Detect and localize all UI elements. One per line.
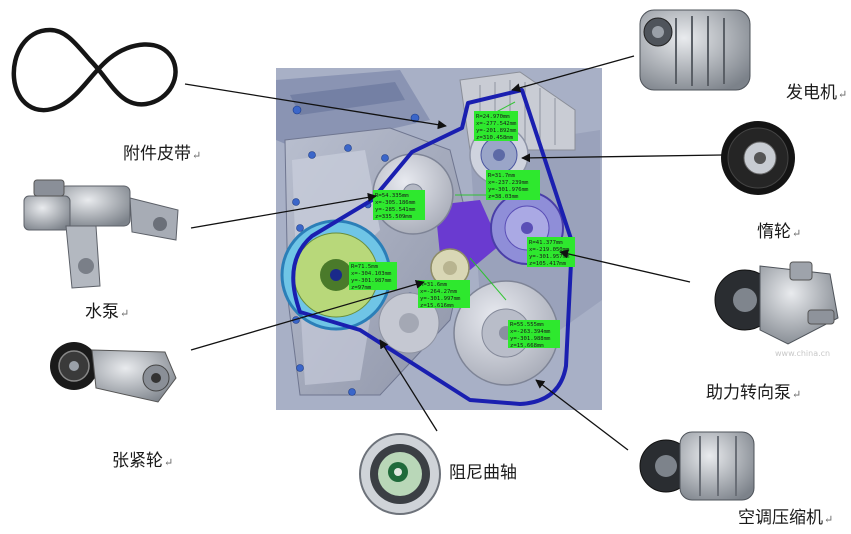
ann-line: x=-277.542mm <box>476 121 517 127</box>
label-power-steering-pump: 助力转向泵↵ <box>706 378 801 403</box>
ac-compressor-photo <box>639 431 755 501</box>
label-text: 发电机 <box>786 83 837 103</box>
watermark-text: www.china.cn <box>775 349 830 358</box>
ann-line: y=-301.957mm <box>529 254 570 260</box>
ann-line: z=335.509mm <box>375 214 413 220</box>
damper-pulley-photo <box>359 433 441 515</box>
damper-annotation: R=71.5mm x=-304.103mm y=-301.987mm z=97m… <box>349 262 397 291</box>
label-idler: 惰轮↵ <box>757 217 801 242</box>
ann-line: R=71.5mm <box>351 264 379 270</box>
label-text: 张紧轮 <box>112 451 163 471</box>
ann-line: x=-219.050mm <box>529 247 570 253</box>
ann-line: R=24.970mm <box>476 114 510 120</box>
paragraph-mark: ↵ <box>838 88 848 101</box>
ann-line: y=-301.988mm <box>510 336 551 342</box>
idler-photo <box>721 121 795 195</box>
label-text: 空调压缩机 <box>738 508 823 528</box>
ann-line: y=-301.987mm <box>351 278 392 284</box>
ann-line: z=15.616mm <box>420 303 454 309</box>
water-pump-photo <box>23 179 179 289</box>
ann-line: R=31.6mm <box>420 282 448 288</box>
power-steering-pump-photo <box>714 261 839 345</box>
paragraph-mark: ↵ <box>824 513 834 526</box>
paragraph-mark: ↵ <box>164 456 174 469</box>
paragraph-mark: ↵ <box>192 149 202 162</box>
alternator-annotation: R=24.970mm x=-277.542mm y=-201.892mm z=3… <box>474 111 518 141</box>
accessory-belt-path <box>291 88 574 406</box>
power-steering-annotation: R=41.377mm x=-219.050mm y=-301.957mm z=1… <box>527 237 575 267</box>
paragraph-mark: ↵ <box>120 307 130 320</box>
label-text: 助力转向泵 <box>706 383 791 403</box>
ann-line: y=-201.892mm <box>476 128 517 134</box>
label-text: 阻尼曲轴 <box>449 463 517 483</box>
ann-line: z=310.458mm <box>476 135 514 141</box>
label-water-pump: 水泵↵ <box>85 297 129 322</box>
ann-line: y=-301.976mm <box>488 187 529 193</box>
belt-photo <box>11 27 178 113</box>
ann-line: y=-301.997mm <box>420 296 461 302</box>
ann-line: x=-264.27mm <box>420 289 458 295</box>
ann-line: z=97mm <box>351 285 372 291</box>
ann-line: R=31.7mm <box>488 173 516 179</box>
ann-line: x=-305.186mm <box>375 200 416 206</box>
ann-line: R=55.555mm <box>510 322 544 328</box>
leader-lines <box>184 55 723 451</box>
water-pump-annotation: R=54.335mm x=-305.186mm y=-285.541mm z=3… <box>373 190 425 220</box>
ann-line: z=38.03mm <box>488 194 519 200</box>
ann-line: z=15.668mm <box>510 343 544 349</box>
alternator-photo <box>639 9 751 91</box>
label-damper-crankshaft: 阻尼曲轴 <box>449 458 517 483</box>
idler-annotation: R=31.7mm x=-237.239mm y=-301.976mm z=38.… <box>486 170 540 200</box>
label-text: 惰轮 <box>757 222 791 242</box>
label-ac-compressor: 空调压缩机↵ <box>738 503 833 528</box>
tensioner-annotation: R=31.6mm x=-264.27mm y=-301.997mm z=15.6… <box>418 280 470 309</box>
label-text: 水泵 <box>85 302 119 322</box>
label-tensioner: 张紧轮↵ <box>112 446 173 471</box>
ann-line: x=-237.239mm <box>488 180 529 186</box>
label-accessory-belt: 附件皮带↵ <box>123 139 201 164</box>
ann-line: x=-263.394mm <box>510 329 551 335</box>
ann-line: R=54.335mm <box>375 193 409 199</box>
ac-compressor-annotation: R=55.555mm x=-263.394mm y=-301.988mm z=1… <box>508 320 560 349</box>
tensioner-photo <box>50 342 177 403</box>
ann-line: R=41.377mm <box>529 240 563 246</box>
label-alternator: 发电机↵ <box>786 78 847 103</box>
label-text: 附件皮带 <box>123 144 191 164</box>
paragraph-mark: ↵ <box>792 388 802 401</box>
engine-cad-render: R=24.970mm x=-277.542mm y=-201.892mm z=3… <box>276 68 602 410</box>
ann-line: x=-304.103mm <box>351 271 392 277</box>
paragraph-mark: ↵ <box>792 227 802 240</box>
ann-line: y=-285.541mm <box>375 207 416 213</box>
ann-line: z=105.417mm <box>529 261 567 267</box>
